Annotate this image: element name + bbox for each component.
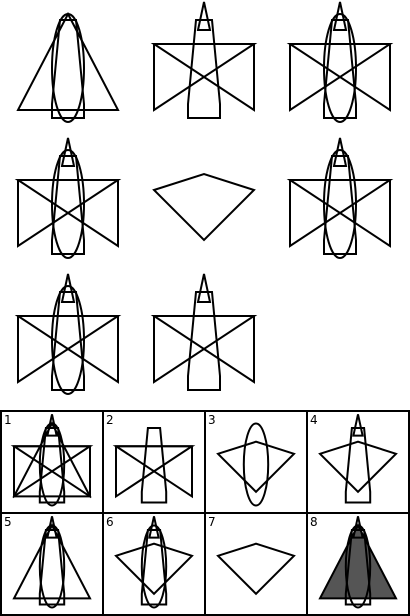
triangle-shape bbox=[318, 523, 398, 600]
ellipse-shape bbox=[51, 13, 85, 123]
matrix-cell-3-figure bbox=[286, 1, 394, 123]
answer-3-figure bbox=[216, 422, 296, 507]
answer-option-hitbox[interactable] bbox=[307, 411, 409, 513]
ellipse-shape bbox=[38, 524, 66, 609]
tall-trapezoid-shape bbox=[344, 427, 372, 504]
answer-option-hitbox[interactable] bbox=[1, 411, 103, 513]
answer-option-hitbox[interactable] bbox=[205, 411, 307, 513]
answer-1-figure bbox=[10, 414, 94, 507]
matrix-cell-8-figure bbox=[150, 273, 258, 391]
answer-option-2[interactable]: 2 bbox=[103, 411, 205, 513]
ellipse-shape bbox=[38, 422, 66, 507]
puzzle-matrix bbox=[14, 1, 408, 405]
answer-4-figure bbox=[318, 414, 398, 504]
answer-6-figure bbox=[114, 516, 194, 609]
matrix-cell bbox=[16, 11, 120, 123]
answer-option-4[interactable]: 4 bbox=[307, 411, 409, 513]
tall-trapezoid-shape bbox=[187, 19, 221, 119]
ellipse-shape bbox=[323, 149, 357, 259]
missing-cell-placeholder bbox=[272, 285, 408, 405]
matrix-cell bbox=[150, 1, 258, 119]
tall-trapezoid-shape bbox=[187, 291, 221, 391]
kite-shape bbox=[318, 440, 398, 494]
answer-option-hitbox[interactable] bbox=[205, 513, 307, 615]
matrix-cell-5-figure bbox=[152, 172, 256, 242]
spike-shape bbox=[196, 273, 212, 303]
answer-option-label: 7 bbox=[208, 515, 216, 529]
matrix-cell-2-figure bbox=[150, 1, 258, 119]
answer-option-5[interactable]: 5 bbox=[1, 513, 103, 615]
answer-option-label: 4 bbox=[310, 413, 318, 427]
answer-option-1[interactable]: 1 bbox=[1, 411, 103, 513]
right-triangle-shape bbox=[10, 445, 91, 499]
matrix-cell-7-figure bbox=[14, 273, 122, 395]
ellipse-shape bbox=[344, 524, 372, 609]
matrix-cell bbox=[152, 172, 256, 242]
answer-option-hitbox[interactable] bbox=[103, 411, 205, 513]
answer-option-7[interactable]: 7 bbox=[205, 513, 307, 615]
matrix-cell-1-figure bbox=[16, 11, 120, 123]
ellipse-shape bbox=[242, 422, 270, 507]
answer-option-hitbox[interactable] bbox=[103, 513, 205, 615]
matrix-cell-6-figure bbox=[286, 137, 394, 259]
ellipse-shape bbox=[51, 285, 85, 395]
tall-trapezoid-shape bbox=[140, 427, 168, 504]
answer-5-figure bbox=[12, 516, 92, 609]
right-triangle-shape bbox=[14, 179, 119, 248]
answer-option-label: 3 bbox=[208, 413, 216, 427]
kite-shape bbox=[216, 440, 296, 494]
answer-option-3[interactable]: 3 bbox=[205, 411, 307, 513]
answer-7-figure bbox=[216, 542, 296, 596]
answer-option-label: 6 bbox=[106, 515, 114, 529]
spike-shape bbox=[352, 414, 364, 437]
triangle-shape bbox=[12, 523, 92, 600]
right-triangle-shape bbox=[150, 43, 255, 112]
ellipse-shape bbox=[140, 524, 168, 609]
matrix-cell bbox=[14, 273, 122, 395]
kite-shape bbox=[152, 172, 256, 242]
right-triangle-shape bbox=[286, 179, 391, 248]
right-triangle-shape bbox=[112, 445, 193, 499]
answer-option-label: 8 bbox=[310, 515, 318, 529]
answer-8-figure bbox=[318, 516, 398, 609]
answer-option-label: 2 bbox=[106, 413, 114, 427]
ellipse-shape bbox=[51, 149, 85, 259]
right-triangle-shape bbox=[150, 315, 255, 384]
matrix-cell bbox=[14, 137, 122, 259]
answer-option-hitbox[interactable] bbox=[1, 513, 103, 615]
answer-option-8[interactable]: 8 bbox=[307, 513, 409, 615]
spike-shape bbox=[196, 1, 212, 31]
kite-shape bbox=[216, 542, 296, 596]
right-triangle-shape bbox=[14, 315, 119, 384]
kite-shape bbox=[114, 542, 194, 596]
ellipse-shape bbox=[323, 13, 357, 123]
matrix-cell bbox=[286, 137, 394, 259]
answer-option-label: 5 bbox=[4, 515, 12, 529]
right-triangle-shape bbox=[286, 43, 391, 112]
answer-2-figure bbox=[112, 427, 196, 504]
answer-option-6[interactable]: 6 bbox=[103, 513, 205, 615]
answer-option-label: 1 bbox=[4, 413, 12, 427]
triangle-shape bbox=[16, 11, 120, 111]
matrix-cell bbox=[150, 273, 258, 391]
answer-options: 1 2 3 4 5 6 7 8 bbox=[0, 410, 410, 616]
matrix-cell bbox=[286, 1, 394, 123]
matrix-cell-4-figure bbox=[14, 137, 122, 259]
